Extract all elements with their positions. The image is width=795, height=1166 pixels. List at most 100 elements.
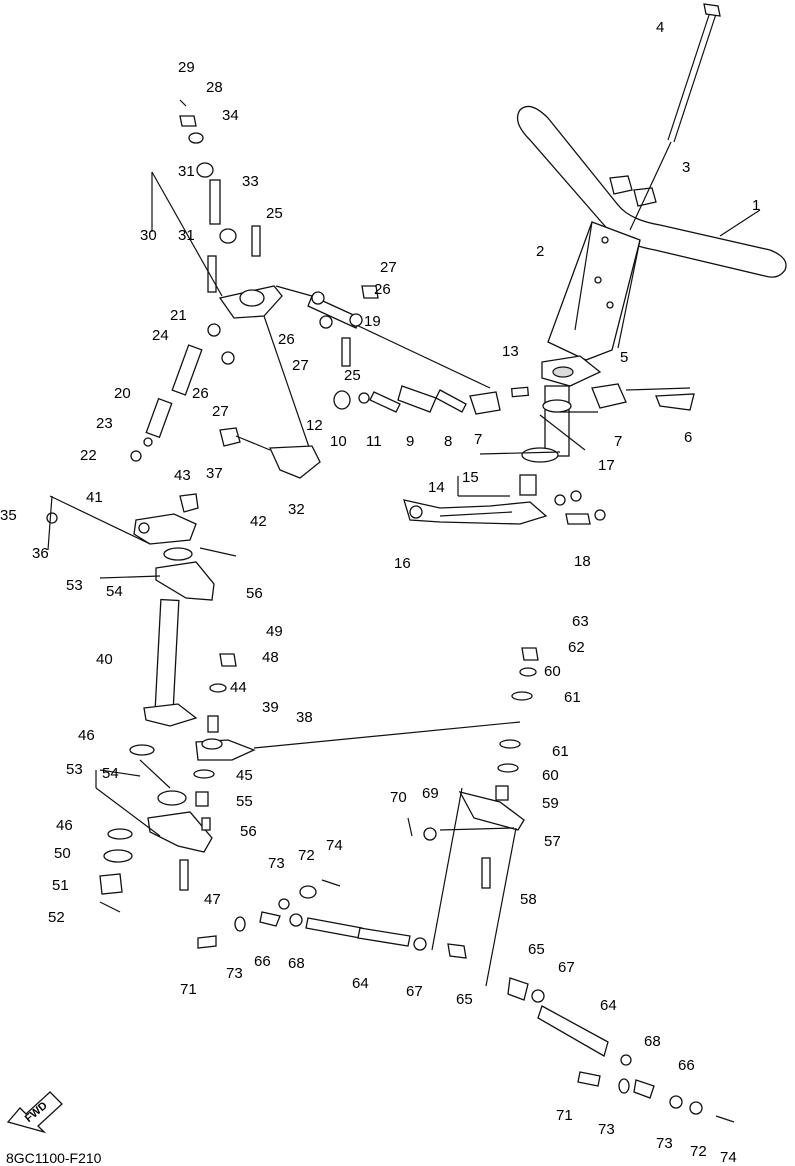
part-number-label: 52 [48, 909, 65, 926]
part-number-label: 7 [474, 431, 482, 448]
part-number-label: 14 [428, 479, 445, 496]
part-number-label: 70 [390, 789, 407, 806]
part-number-label: 68 [644, 1033, 661, 1050]
part-number-label: 60 [544, 663, 561, 680]
part-number-label: 7 [614, 433, 622, 450]
part-number-label: 31 [178, 163, 195, 180]
part-number-label: 30 [140, 227, 157, 244]
part-number-label: 31 [178, 227, 195, 244]
part-number-label: 58 [520, 891, 537, 908]
part-number-label: 24 [152, 327, 169, 344]
part-number-label: 64 [600, 997, 617, 1014]
diagram-code: 8GC1100-F210 [6, 1150, 102, 1166]
part-number-label: 38 [296, 709, 313, 726]
part-number-label: 61 [552, 743, 569, 760]
relay-arm-right [423, 647, 539, 889]
steering-column [519, 355, 602, 496]
part-number-label: 55 [236, 793, 253, 810]
part-number-label: 71 [556, 1107, 573, 1124]
part-number-label: 46 [56, 817, 73, 834]
relay-arm-left [193, 653, 521, 807]
part-number-label: 74 [326, 837, 343, 854]
part-number-label: 9 [406, 433, 414, 450]
part-number-label: 5 [620, 349, 628, 366]
part-number-label: 2 [536, 243, 544, 260]
part-number-label: 73 [598, 1121, 615, 1138]
part-number-label: 23 [96, 415, 113, 432]
part-number-label: 65 [456, 991, 473, 1008]
upper-left-assembly [151, 99, 321, 479]
part-number-label: 36 [32, 545, 49, 562]
part-number-label: 74 [720, 1149, 737, 1166]
part-number-label: 73 [226, 965, 243, 982]
part-number-label: 1 [752, 197, 760, 214]
part-number-label: 12 [306, 417, 323, 434]
leader-lines [47, 172, 561, 837]
part-number-label: 60 [542, 767, 559, 784]
part-number-label: 26 [192, 385, 209, 402]
part-number-label: 43 [174, 467, 191, 484]
part-number-label: 41 [86, 489, 103, 506]
part-number-label: 64 [352, 975, 369, 992]
part-number-label: 73 [268, 855, 285, 872]
part-number-label: 27 [212, 403, 229, 420]
handlebar-holders [609, 175, 657, 207]
part-number-label: 39 [262, 699, 279, 716]
part-number-label: 35 [0, 507, 17, 524]
part-number-label: 59 [542, 795, 559, 812]
part-number-label: 61 [564, 689, 581, 706]
part-number-label: 56 [246, 585, 263, 602]
main-column [99, 547, 215, 913]
fwd-arrow-icon [6, 1091, 63, 1134]
part-number-label: 72 [298, 847, 315, 864]
part-number-label: 51 [52, 877, 69, 894]
part-number-label: 69 [422, 785, 439, 802]
part-number-label: 54 [102, 765, 119, 782]
part-number-label: 56 [240, 823, 257, 840]
handlebar-cover [547, 221, 641, 361]
part-number-label: 25 [266, 205, 283, 222]
left-rod [130, 323, 235, 462]
part-number-label: 33 [242, 173, 259, 190]
part-number-label: 17 [598, 457, 615, 474]
part-number-label: 22 [80, 447, 97, 464]
part-number-label: 46 [78, 727, 95, 744]
part-number-label: 18 [574, 553, 591, 570]
long-bolt [629, 3, 721, 231]
part-number-label: 66 [254, 953, 271, 970]
pitman-arm [46, 493, 237, 557]
part-number-label: 42 [250, 513, 267, 530]
part-number-label: 4 [656, 19, 664, 36]
upper-linkage [307, 285, 379, 367]
part-number-label: 50 [54, 845, 71, 862]
part-number-label: 40 [96, 651, 113, 668]
part-number-label: 37 [206, 465, 223, 482]
part-number-label: 53 [66, 761, 83, 778]
part-number-label: 44 [230, 679, 247, 696]
part-number-label: 11 [366, 433, 382, 450]
part-number-label: 15 [462, 469, 479, 486]
part-number-label: 34 [222, 107, 239, 124]
part-number-label: 20 [114, 385, 131, 402]
part-number-label: 16 [394, 555, 411, 572]
part-number-label: 26 [374, 281, 391, 298]
part-number-label: 62 [568, 639, 585, 656]
part-number-label: 19 [364, 313, 381, 330]
part-number-label: 32 [288, 501, 305, 518]
part-number-label: 57 [544, 833, 561, 850]
part-number-label: 65 [528, 941, 545, 958]
part-number-label: 73 [656, 1135, 673, 1152]
part-number-label: 8 [444, 433, 452, 450]
part-number-label: 63 [572, 613, 589, 630]
part-number-label: 47 [204, 891, 221, 908]
linkage-parts-row [333, 321, 530, 415]
part-number-label: 25 [344, 367, 361, 384]
steering-arm [403, 476, 606, 525]
part-number-label: 45 [236, 767, 253, 784]
part-number-label: 67 [558, 959, 575, 976]
part-number-label: 67 [406, 983, 423, 1000]
part-number-label: 54 [106, 583, 123, 600]
steering-bracket [539, 383, 695, 451]
